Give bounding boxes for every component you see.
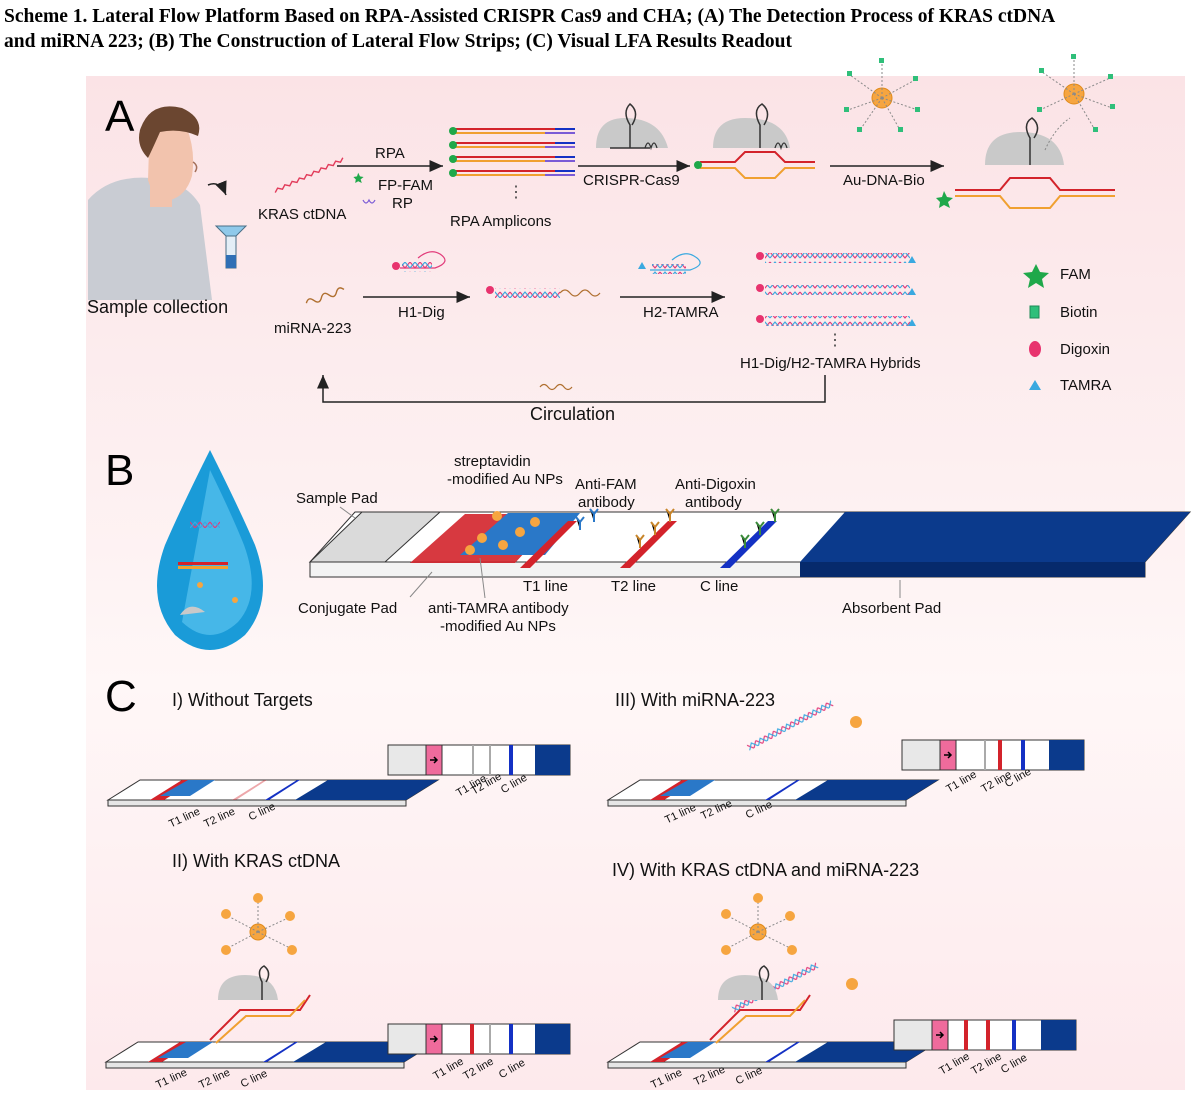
- h1-h2-hybrids: ⋮: [756, 252, 916, 349]
- final-complex: [936, 54, 1115, 209]
- kras-label: KRAS ctDNA: [258, 206, 347, 223]
- mirna-strand: [305, 287, 345, 304]
- h1-mirna-intermediate: [486, 286, 601, 298]
- caption-line-1: Scheme 1. Lateral Flow Platform Based on…: [4, 6, 1056, 27]
- antifam-label-1: Anti-FAM: [575, 476, 637, 493]
- circulation-arrow: [317, 375, 826, 403]
- panel-c-letter: C: [105, 672, 137, 721]
- t2-line-label: T2 line: [611, 578, 657, 595]
- result-cassette-case1: [387, 744, 571, 776]
- case1-title: I) Without Targets: [172, 690, 313, 710]
- result-cassette-case4: [893, 1019, 1077, 1051]
- t1-line-label: T1 line: [523, 578, 569, 595]
- h2-hairpin-icon: [638, 253, 701, 274]
- panel-a-letter: A: [105, 92, 135, 141]
- sample-pad-leader: [339, 506, 356, 519]
- mini-strip-case4: [606, 960, 940, 1069]
- sample-collection-label: Sample collection: [87, 297, 229, 317]
- antitamra-label-1: anti-TAMRA antibody: [428, 600, 569, 617]
- cas9-bound-duplex: [694, 103, 815, 179]
- h2-label: H2-TAMRA: [643, 304, 719, 321]
- antifam-label-2: antibody: [578, 494, 635, 511]
- fam-star-icon: [1023, 264, 1049, 288]
- legend-biotin: Biotin: [1060, 304, 1098, 321]
- absorbent-pad-label: Absorbent Pad: [842, 600, 942, 617]
- fp-fam-label: FP-FAM: [378, 177, 433, 194]
- au-dna-bio-label: Au-DNA-Bio: [843, 172, 925, 189]
- legend-tamra: TAMRA: [1060, 377, 1112, 394]
- antitamra-leader: [479, 557, 486, 599]
- panel-b-letter: B: [105, 446, 135, 495]
- strep-label-1: streptavidin: [454, 453, 531, 470]
- rpa-amplicons-label: RPA Amplicons: [450, 213, 552, 230]
- antidig-label-2: antibody: [685, 494, 742, 511]
- fam-star-small: [353, 172, 364, 184]
- figure-panel: [86, 76, 1185, 1090]
- legend-fam: FAM: [1060, 266, 1091, 283]
- sample-pad-label: Sample Pad: [296, 490, 378, 507]
- svg-text:⋮: ⋮: [508, 184, 524, 201]
- conjugate-pad-leader: [409, 571, 433, 598]
- h1-hairpin-icon: [392, 251, 446, 272]
- cas9-complex-icon: [596, 102, 668, 151]
- biotin-icon: [1029, 305, 1040, 319]
- au-nanoparticle-top: [844, 58, 920, 132]
- digoxin-icon: [1029, 341, 1041, 357]
- case3-title: III) With miRNA-223: [615, 690, 776, 710]
- h1-label: H1-Dig: [398, 304, 445, 321]
- rp-label: RP: [392, 195, 413, 212]
- caption-line-2: and miRNA 223; (B) The Construction of L…: [4, 31, 792, 52]
- mini-strip-case2: [104, 1041, 438, 1069]
- mini-strip-case3: [606, 698, 940, 807]
- tamra-icon: [1029, 380, 1041, 390]
- antitamra-label-2: -modified Au NPs: [440, 618, 556, 635]
- case2-title: II) With KRAS ctDNA: [172, 851, 341, 871]
- rp-primer: [362, 198, 376, 204]
- kras-ctdna-strand: [274, 157, 344, 193]
- rpa-label: RPA: [375, 145, 405, 162]
- svg-text:⋮: ⋮: [827, 332, 843, 349]
- au-complex-case4: [709, 893, 811, 1044]
- lateral-flow-strip: [308, 508, 1192, 578]
- spit-arrow: [207, 180, 227, 196]
- circulation-label: Circulation: [530, 404, 616, 424]
- conjugate-pad-label: Conjugate Pad: [298, 600, 398, 617]
- antidig-label-1: Anti-Digoxin: [675, 476, 756, 493]
- strep-label-2: -modified Au NPs: [447, 471, 563, 488]
- collection-tube: [214, 225, 248, 269]
- crispr-label: CRISPR-Cas9: [583, 172, 680, 189]
- au-complex-case2: [209, 893, 311, 1044]
- rpa-amplicons: ⋮: [449, 127, 575, 201]
- sample-droplet: [157, 450, 263, 650]
- person-illustration: [88, 106, 212, 300]
- result-cassette-case2: [387, 1023, 571, 1055]
- legend-digoxin: Digoxin: [1060, 341, 1111, 358]
- mirna-label: miRNA-223: [274, 320, 352, 337]
- result-cassette-case3: [901, 739, 1085, 771]
- hybrids-label: H1-Dig/H2-TAMRA Hybrids: [740, 355, 921, 372]
- scheme-caption: Scheme 1. Lateral Flow Platform Based on…: [4, 4, 1196, 54]
- c-line-label: C line: [700, 578, 739, 595]
- mini-strip-case1: [106, 779, 440, 807]
- recycled-mirna: [539, 383, 573, 391]
- case4-title: IV) With KRAS ctDNA and miRNA-223: [612, 860, 920, 880]
